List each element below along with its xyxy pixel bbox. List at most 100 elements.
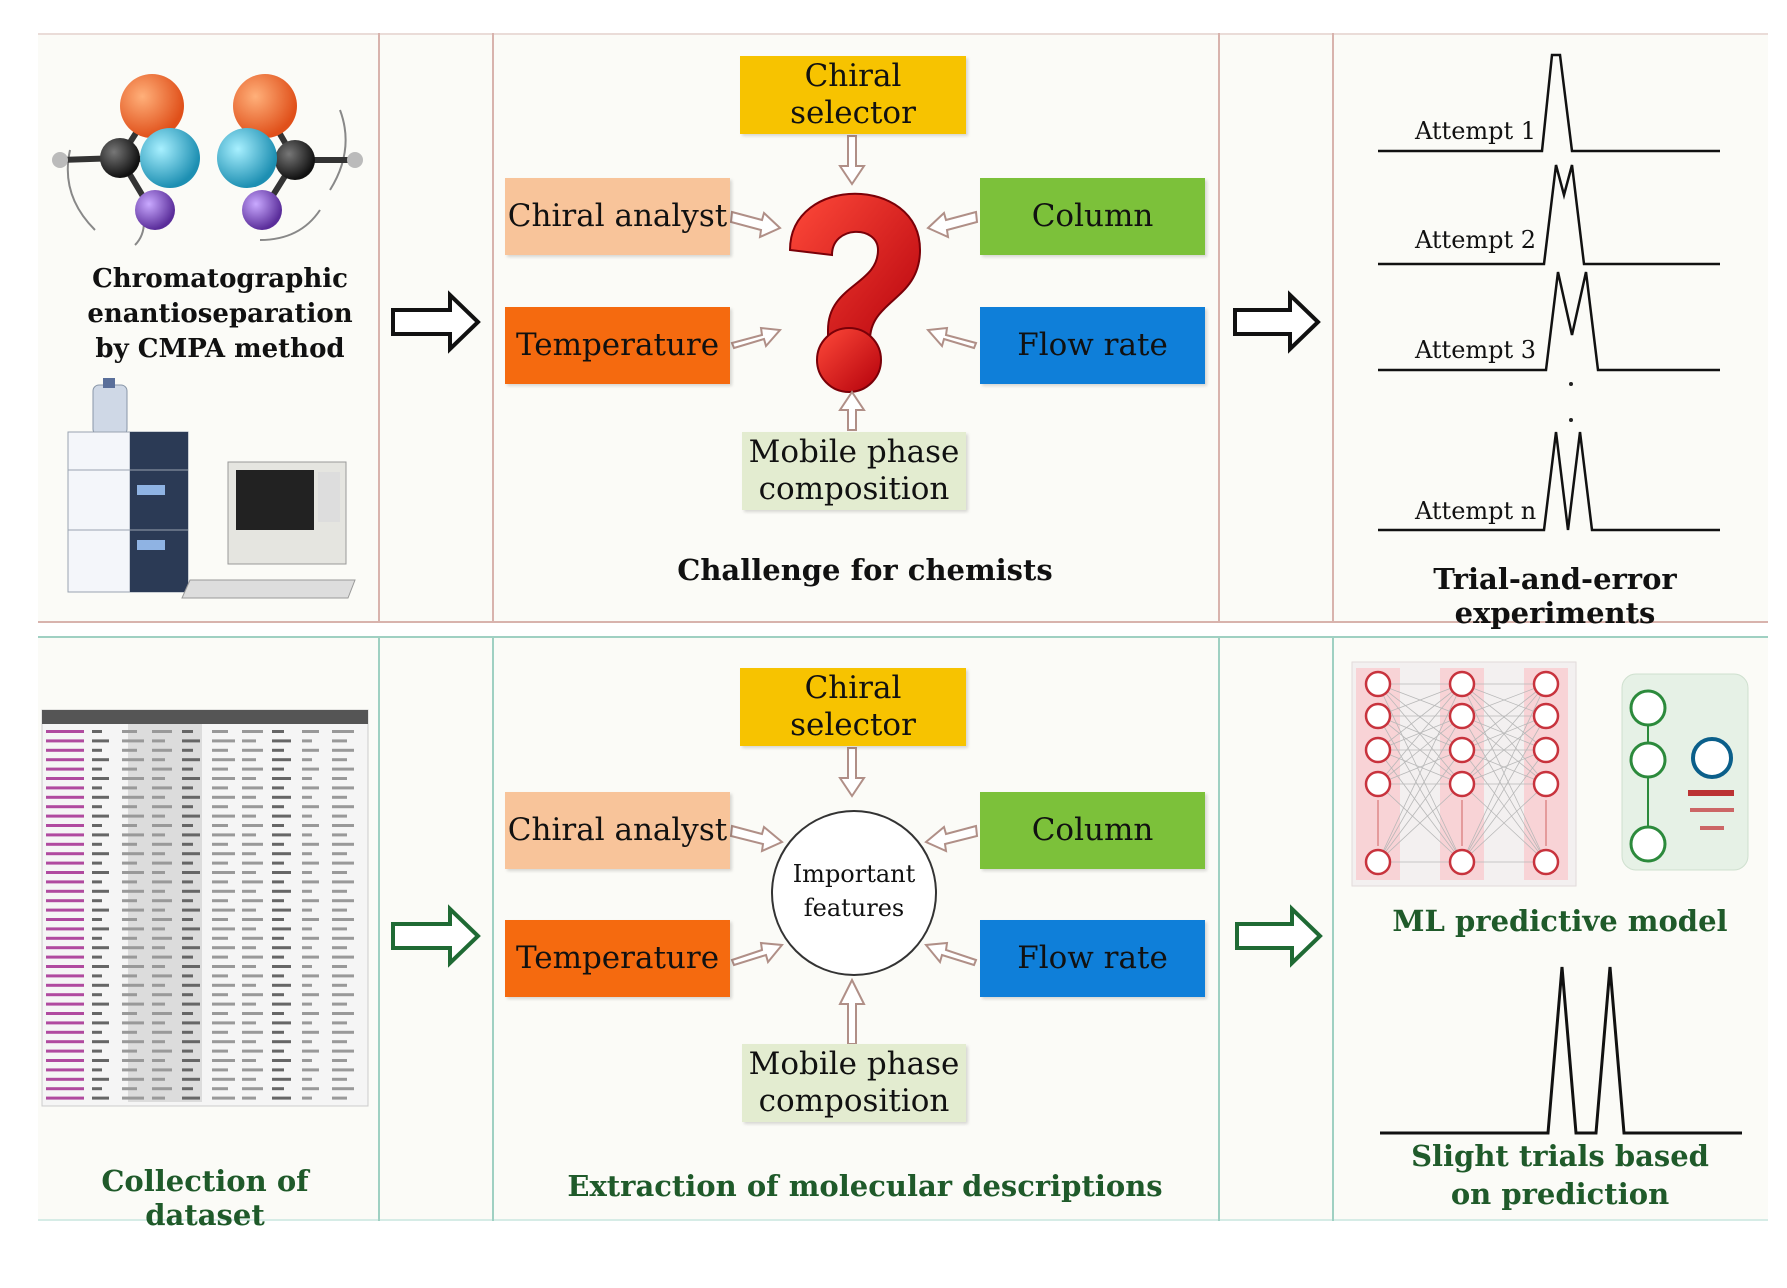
dataset-cell-mark xyxy=(242,889,256,893)
dataset-cell-mark xyxy=(152,777,165,780)
dataset-cell-mark xyxy=(242,767,263,771)
dataset-row-marker xyxy=(46,767,84,771)
predicted-chromatogram xyxy=(1380,966,1742,1135)
nn-node xyxy=(1532,848,1560,876)
dataset-row-marker xyxy=(46,871,84,874)
dataset-cell-mark xyxy=(152,861,172,865)
dataset-cell-mark xyxy=(242,1002,256,1006)
dataset-cell-mark xyxy=(182,1002,200,1006)
dataset-cell-mark xyxy=(92,861,102,865)
dataset-cell-mark xyxy=(272,871,291,874)
dataset-cell-mark xyxy=(212,1021,235,1025)
dataset-cell-mark xyxy=(242,965,256,968)
dataset-cell-mark xyxy=(182,965,200,968)
dataset-cell-mark xyxy=(302,889,312,893)
dataset-cell-mark xyxy=(182,899,193,903)
dataset-cell-mark xyxy=(212,1096,235,1100)
dataset-cell-mark xyxy=(302,1030,319,1034)
dataset-cell-mark xyxy=(302,899,319,903)
dataset-row-marker xyxy=(46,1021,84,1025)
dataset-cell-mark xyxy=(152,871,165,874)
dataset-cell-mark xyxy=(272,777,291,780)
dataset-cell-mark xyxy=(212,918,228,921)
dataset-cell-mark xyxy=(272,918,284,921)
dataset-cell-mark xyxy=(302,1002,312,1006)
dataset-cell-mark xyxy=(332,1030,354,1034)
nn-edge xyxy=(1461,783,1547,863)
dataset-row-marker xyxy=(46,1002,84,1006)
dataset-cell-mark xyxy=(182,880,193,884)
dataset-cell-mark xyxy=(272,965,291,968)
dataset-cell-mark xyxy=(152,805,172,809)
dataset-cell-mark xyxy=(182,983,200,987)
dataset-cell-mark xyxy=(152,899,172,903)
dataset-row-marker xyxy=(46,908,84,912)
dataset-cell-mark xyxy=(92,871,109,874)
nn-edge xyxy=(1461,683,1547,785)
dataset-cell-mark xyxy=(302,1049,319,1053)
dataset-cell-mark xyxy=(302,1096,312,1100)
nn-edge xyxy=(1461,683,1547,717)
dataset-cell-mark xyxy=(272,795,291,799)
temperature-box: Temperature xyxy=(505,307,730,384)
column-box: Column xyxy=(980,178,1205,255)
dataset-cell-mark xyxy=(92,899,102,903)
dataset-cell-mark xyxy=(152,889,165,893)
nn-edge xyxy=(1461,683,1547,863)
dataset-cell-mark xyxy=(242,1068,263,1072)
dataset-cell-mark xyxy=(302,1021,312,1025)
dataset-cell-mark xyxy=(182,1059,200,1062)
dataset-cell-mark xyxy=(302,955,319,959)
dataset-row-marker xyxy=(46,1030,84,1034)
dataset-row-marker xyxy=(46,899,84,903)
dataset-cell-mark xyxy=(152,1077,165,1081)
dataset-cell-mark xyxy=(182,730,193,733)
dataset-row-marker xyxy=(46,983,84,987)
dataset-cell-mark xyxy=(122,871,144,874)
dataset-cell-mark xyxy=(212,833,235,837)
dataset-cell-mark xyxy=(92,927,109,931)
dataset-cell-mark xyxy=(152,1030,172,1034)
dataset-row-marker xyxy=(46,842,84,846)
dataset-cell-mark xyxy=(182,795,200,799)
arrow-right-icon-top-2 xyxy=(1233,290,1321,354)
dataset-cell-mark xyxy=(92,777,109,780)
dataset-cell-mark xyxy=(122,1049,137,1053)
dataset-cell-mark xyxy=(92,936,102,940)
dataset-cell-mark xyxy=(332,748,354,752)
dataset-cell-mark xyxy=(152,1012,172,1015)
dataset-cell-mark xyxy=(92,1021,109,1025)
dataset-cell-mark xyxy=(272,767,284,771)
dataset-cell-mark xyxy=(332,1068,354,1072)
dataset-row-marker xyxy=(46,1059,84,1062)
dataset-cell-mark xyxy=(332,786,354,790)
dataset-row-marker xyxy=(46,965,84,968)
dataset-cell-mark xyxy=(92,824,102,827)
dataset-cell-mark xyxy=(242,993,263,997)
dataset-cell-mark xyxy=(212,814,235,818)
dataset-cell-mark xyxy=(302,861,319,865)
dataset-cell-mark xyxy=(302,1059,312,1062)
bottom-left-caption: Collection of dataset xyxy=(101,1164,309,1232)
dataset-cell-mark xyxy=(182,786,193,790)
dataset-cell-mark xyxy=(332,983,347,987)
dataset-cell-mark xyxy=(122,842,137,846)
dataset-cell-mark xyxy=(122,1040,144,1044)
top-right-caption: Trial-and-error experiments xyxy=(1433,562,1677,630)
dataset-cell-mark xyxy=(302,918,319,921)
dataset-cell-mark xyxy=(272,861,284,865)
dataset-cell-mark xyxy=(122,1087,137,1091)
dataset-cell-mark xyxy=(332,1021,347,1025)
dataset-cell-mark xyxy=(92,767,102,771)
dataset-cell-mark xyxy=(182,974,193,978)
dataset-row-marker xyxy=(46,946,84,950)
dataset-cell-mark xyxy=(92,1040,109,1044)
dataset-cell-mark xyxy=(302,748,319,752)
nn-node xyxy=(1364,702,1392,730)
bottom-divider-2 xyxy=(492,636,494,1221)
attempt-label-1: Attempt 1 xyxy=(1415,117,1537,145)
dataset-cell-mark xyxy=(182,805,193,809)
dataset-cell-mark xyxy=(152,739,165,743)
nn-node xyxy=(1532,702,1560,730)
dataset-cell-mark xyxy=(332,1002,347,1006)
